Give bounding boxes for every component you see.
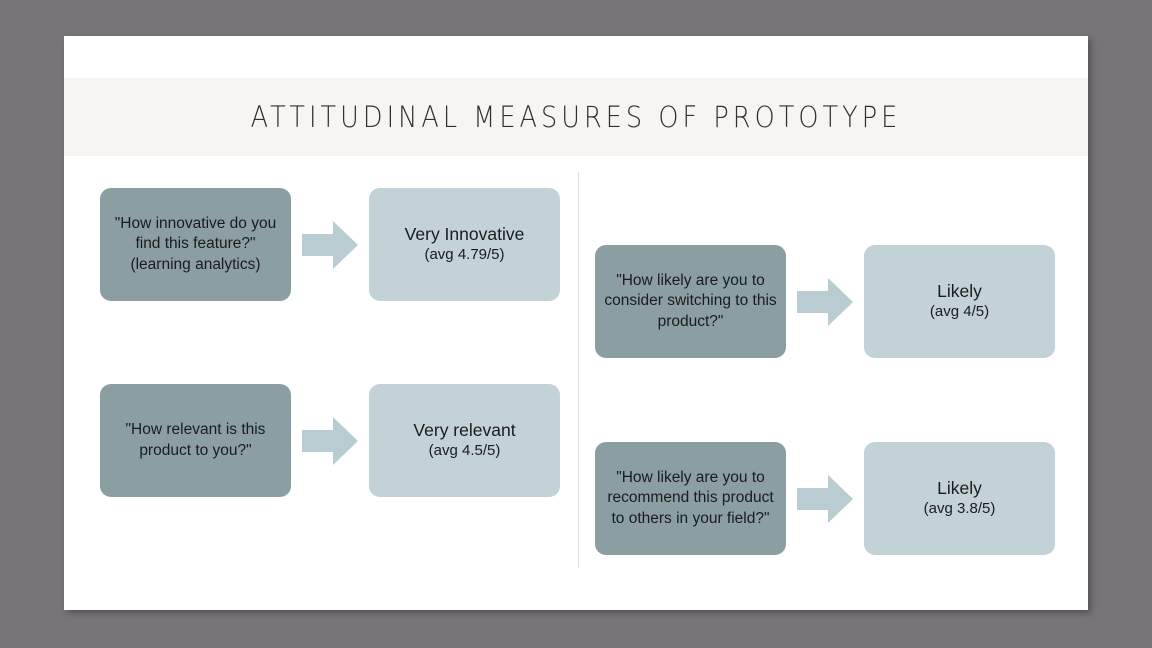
question-box: "How innovative do you find this feature… — [100, 188, 291, 301]
slide-title: ATTITUDINAL MEASURES OF PROTOTYPE — [250, 100, 902, 134]
question-box: "How likely are you to recommend this pr… — [595, 442, 786, 555]
answer-label: Very relevant — [413, 420, 516, 441]
question-box: "How relevant is this product to you?" — [100, 384, 291, 497]
arrow-right-icon — [291, 384, 369, 497]
answer-label: Likely — [937, 281, 982, 302]
column-divider — [578, 172, 579, 568]
title-band: ATTITUDINAL MEASURES OF PROTOTYPE — [64, 78, 1088, 156]
answer-box: Very relevant (avg 4.5/5) — [369, 384, 560, 497]
arrow-right-icon — [291, 188, 369, 301]
presentation-slide: ATTITUDINAL MEASURES OF PROTOTYPE "How i… — [64, 36, 1088, 610]
flow-row-right-2: "How likely are you to recommend this pr… — [595, 442, 1055, 555]
flow-row-left-2: "How relevant is this product to you?" V… — [100, 384, 560, 497]
answer-score: (avg 4.79/5) — [424, 246, 505, 264]
question-box: "How likely are you to consider switchin… — [595, 245, 786, 358]
arrow-right-icon — [786, 442, 864, 555]
flow-row-right-1: "How likely are you to consider switchin… — [595, 245, 1055, 358]
answer-label: Likely — [937, 478, 982, 499]
answer-box: Likely (avg 3.8/5) — [864, 442, 1055, 555]
answer-box: Likely (avg 4/5) — [864, 245, 1055, 358]
flow-row-left-1: "How innovative do you find this feature… — [100, 188, 560, 301]
arrow-right-icon — [786, 245, 864, 358]
answer-label: Very Innovative — [404, 224, 525, 245]
answer-score: (avg 4/5) — [929, 303, 990, 321]
answer-score: (avg 3.8/5) — [923, 500, 996, 518]
answer-score: (avg 4.5/5) — [428, 442, 501, 460]
answer-box: Very Innovative (avg 4.79/5) — [369, 188, 560, 301]
